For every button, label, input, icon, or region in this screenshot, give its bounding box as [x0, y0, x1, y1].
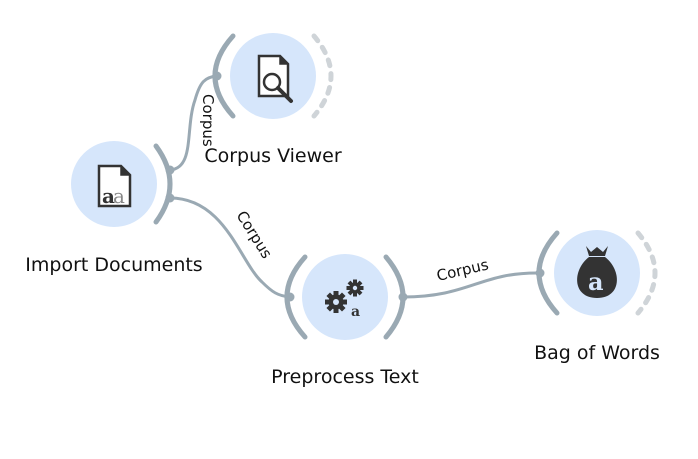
node-label-corpus-viewer: Corpus Viewer — [204, 145, 342, 167]
output-channel-open[interactable] — [635, 230, 658, 316]
svg-text:a: a — [113, 184, 125, 208]
node-background — [302, 254, 388, 340]
output-channel[interactable] — [153, 143, 173, 225]
link-import-to-viewer[interactable] — [169, 74, 218, 172]
input-anchor[interactable] — [535, 268, 545, 278]
node-preprocess-text[interactable]: a — [284, 254, 408, 340]
node-import-documents[interactable]: a a — [71, 141, 175, 227]
node-bag-of-words[interactable]: a — [535, 230, 658, 316]
svg-text:a: a — [102, 184, 115, 208]
node-label-import-documents: Import Documents — [25, 254, 203, 276]
output-anchor[interactable] — [165, 165, 175, 175]
output-channel-open[interactable] — [311, 33, 334, 119]
svg-text:a: a — [588, 267, 604, 296]
link-label-import-to-preprocess: Corpus — [233, 208, 276, 262]
money-bag-icon: a — [577, 246, 617, 298]
output-anchor[interactable] — [165, 193, 175, 203]
node-corpus-viewer[interactable] — [212, 33, 334, 119]
document-magnifier-icon — [257, 54, 293, 103]
link-preprocess-to-bow[interactable] — [402, 271, 541, 299]
gears-text-icon: a — [325, 279, 364, 320]
input-anchor[interactable] — [285, 292, 295, 302]
input-anchor[interactable] — [212, 71, 222, 81]
node-label-preprocess-text: Preprocess Text — [271, 366, 419, 388]
link-import-to-preprocess[interactable] — [169, 196, 291, 299]
node-label-bag-of-words: Bag of Words — [534, 342, 660, 364]
link-label-import-to-viewer: Corpus — [199, 94, 217, 147]
svg-text:a: a — [351, 304, 360, 320]
output-anchor[interactable] — [398, 292, 408, 302]
document-text-icon: a a — [97, 164, 132, 208]
